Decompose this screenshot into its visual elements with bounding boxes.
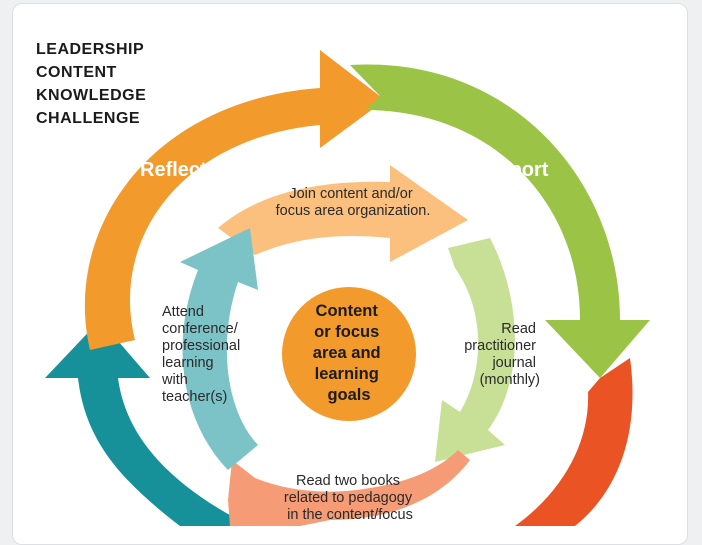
center-hub: Content or focus area and learning goals: [282, 287, 416, 421]
inner-bottom-text: Read two books related to pedagogy in th…: [284, 473, 416, 523]
outer-arrow-report: [350, 64, 650, 378]
inner-ring: Join content and/or focus area organizat…: [161, 165, 540, 526]
title-line: LEADERSHIP: [36, 41, 145, 58]
inner-arrow-bottom: [228, 450, 470, 526]
inner-arrow-top: [218, 165, 468, 262]
center-text: Content or focus area and learning goals: [313, 302, 385, 404]
inner-top-text: Join content and/or focus area organizat…: [276, 186, 431, 219]
outer-arrow-reflect: [84, 50, 385, 350]
title-line: CHALLENGE: [36, 110, 141, 127]
outer-ring: Reflect Report: [45, 50, 650, 526]
title-line: CONTENT: [36, 64, 117, 81]
center-circle: [282, 287, 416, 421]
reflect-label: Reflect: [140, 159, 207, 181]
outer-arrow-right-lower: [515, 358, 633, 526]
inner-left-text: Attend conference/ professional learning…: [161, 304, 244, 405]
diagram-title: LEADERSHIP CONTENT KNOWLEDGE CHALLENGE: [36, 38, 146, 130]
inner-arrow-left: [180, 228, 258, 470]
inner-right-text: Read practitioner journal (monthly): [464, 321, 540, 388]
outer-arrow-left-lower: [45, 320, 250, 526]
cycle-diagram: Reflect Report Join content and/or focus…: [45, 50, 650, 526]
title-line: KNOWLEDGE: [36, 87, 147, 104]
report-label: Report: [484, 159, 549, 181]
inner-arrow-right: [435, 238, 515, 462]
